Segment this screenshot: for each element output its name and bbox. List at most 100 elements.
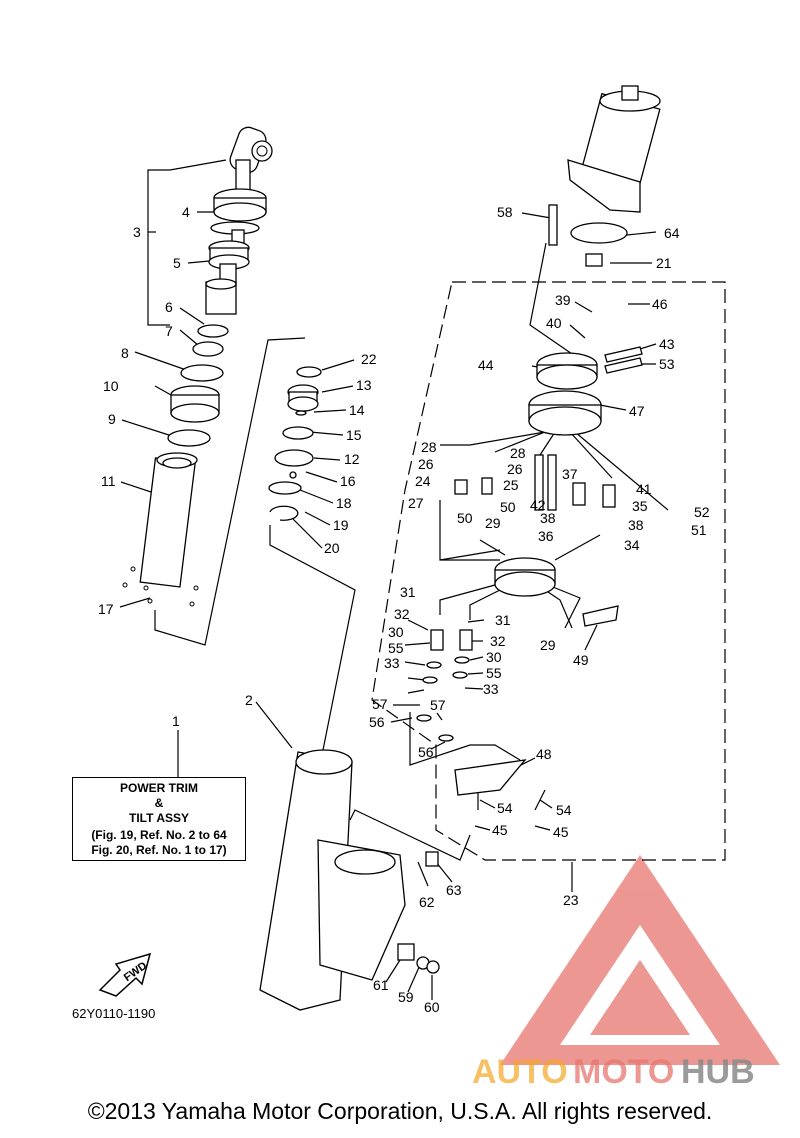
watermark-logo: [500, 855, 780, 1065]
callout-56b: 56: [418, 744, 434, 760]
callout-32: 32: [394, 606, 410, 622]
assembly-23-boundary: [371, 281, 726, 861]
callout-16: 16: [340, 473, 356, 489]
callout-25: 25: [503, 477, 519, 493]
callout-43: 43: [659, 336, 675, 352]
callout-33: 33: [384, 655, 400, 671]
callout-5: 5: [173, 255, 181, 271]
callout-46: 46: [652, 296, 668, 312]
callout-12: 12: [344, 451, 360, 467]
part-tilt-rod-assy: [205, 126, 273, 315]
callout-14: 14: [349, 402, 365, 418]
callout-54b: 54: [556, 802, 572, 818]
callout-55b: 55: [486, 665, 502, 681]
callout-2: 2: [245, 692, 253, 708]
callout-8: 8: [121, 345, 129, 361]
callout-23: 23: [563, 892, 579, 908]
part-body-2: [259, 749, 527, 1011]
callout-56: 56: [369, 714, 385, 730]
callout-13: 13: [356, 377, 372, 393]
part-motor: [548, 85, 661, 267]
callout-59: 59: [398, 989, 414, 1005]
callout-22: 22: [361, 351, 377, 367]
callout-48: 48: [536, 746, 552, 762]
fwd-arrow-icon: FWD: [98, 952, 152, 997]
callout-31b: 31: [495, 612, 511, 628]
info-amp: &: [154, 796, 164, 810]
part-springs: [416, 477, 616, 742]
callout-40: 40: [546, 315, 562, 331]
callout-28b: 28: [510, 445, 526, 461]
callout-24: 24: [415, 473, 431, 489]
callout-49: 49: [573, 652, 589, 668]
callout-53: 53: [659, 356, 675, 372]
svg-text:MOTO: MOTO: [573, 1053, 674, 1091]
callout-37: 37: [562, 466, 578, 482]
part-small-parts-right: [268, 366, 322, 521]
info-title: POWER TRIM: [120, 781, 198, 795]
callout-19: 19: [333, 517, 349, 533]
callout-41: 41: [636, 481, 652, 497]
callout-30b: 30: [486, 649, 502, 665]
part-cylinder-11: [122, 452, 199, 607]
callout-34: 34: [624, 537, 640, 553]
callout-60: 60: [424, 999, 440, 1015]
callout-10: 10: [103, 378, 119, 394]
callout-57: 57: [372, 696, 388, 712]
callout-55: 55: [388, 640, 404, 656]
callout-47: 47: [629, 403, 645, 419]
info-ref-2: Fig. 20, Ref. No. 1 to 17): [91, 843, 227, 857]
callout-58: 58: [497, 204, 513, 220]
callout-54: 54: [497, 800, 513, 816]
info-box: POWER TRIM & TILT ASSY (Fig. 19, Ref. No…: [72, 777, 246, 861]
callout-50: 50: [457, 510, 473, 526]
callout-38b: 38: [628, 517, 644, 533]
callout-9: 9: [108, 411, 116, 427]
callout-30: 30: [388, 624, 404, 640]
leader-lines: [119, 159, 669, 1000]
callout-45b: 45: [553, 824, 569, 840]
callout-6: 6: [165, 299, 173, 315]
callout-51: 51: [691, 522, 707, 538]
callout-17: 17: [98, 601, 114, 617]
callout-21: 21: [656, 255, 672, 271]
callout-52: 52: [694, 504, 710, 520]
callout-64: 64: [664, 225, 680, 241]
callout-28: 28: [421, 439, 437, 455]
callout-50b: 50: [500, 499, 516, 515]
copyright-text: ©2013 Yamaha Motor Corporation, U.S.A. A…: [87, 1098, 713, 1124]
callout-11: 11: [101, 473, 116, 489]
callout-31: 31: [400, 584, 416, 600]
callout-61: 61: [373, 977, 389, 993]
callout-18: 18: [336, 495, 352, 511]
callout-26b: 26: [507, 461, 523, 477]
callout-15: 15: [346, 427, 362, 443]
callout-33b: 33: [483, 681, 499, 697]
callout-42: 42: [530, 497, 546, 513]
callout-44: 44: [478, 357, 494, 373]
callout-38: 38: [540, 510, 556, 526]
callout-27: 27: [408, 495, 424, 511]
callout-1: 1: [172, 713, 180, 729]
svg-text:AUTO: AUTO: [472, 1053, 568, 1091]
diagram-code: 62Y0110-1190: [72, 1006, 156, 1021]
info-ref-1: (Fig. 19, Ref. No. 2 to 64: [91, 828, 227, 842]
callout-57b: 57: [430, 697, 446, 713]
callout-62: 62: [419, 894, 435, 910]
info-subtitle: TILT ASSY: [129, 811, 189, 825]
callout-20: 20: [324, 540, 340, 556]
part-o-rings-left: [167, 324, 229, 447]
callout-26: 26: [418, 456, 434, 472]
watermark-text: AUTO MOTO HUB: [472, 1053, 755, 1091]
callout-29: 29: [485, 515, 501, 531]
callout-39: 39: [555, 292, 571, 308]
callout-4: 4: [182, 204, 190, 220]
callout-3: 3: [133, 224, 141, 240]
callout-7: 7: [165, 323, 173, 339]
callout-32b: 32: [490, 633, 506, 649]
part-valve-plates: [494, 346, 643, 627]
callout-labels: 1 2 3 4 5 6 7 8 9 10 11 12 13 14 15 16 1…: [98, 204, 710, 1015]
callout-29b: 29: [540, 637, 556, 653]
callout-63: 63: [446, 882, 462, 898]
